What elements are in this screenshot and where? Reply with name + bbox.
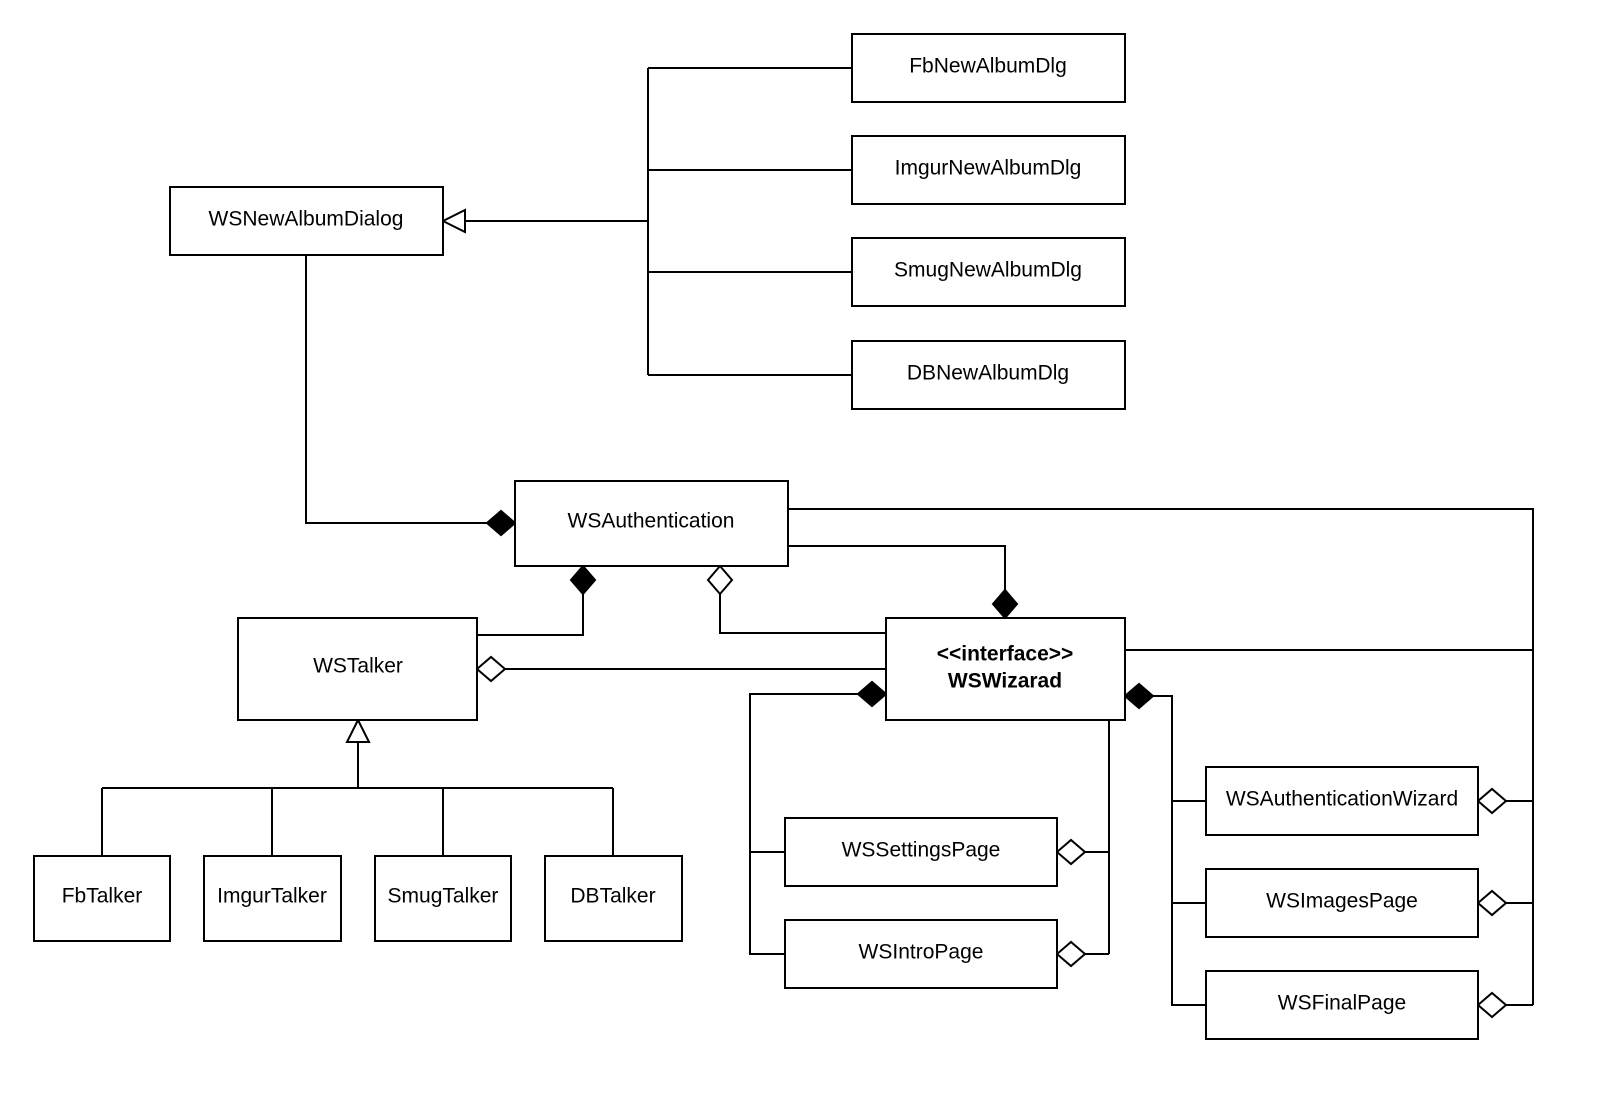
generalization-arrowhead-ws-talker bbox=[345, 717, 371, 743]
class-name: ImgurTalker bbox=[217, 885, 327, 908]
aggregation-diamond-ws-images-page bbox=[1476, 889, 1508, 917]
class-box bbox=[374, 855, 512, 942]
class-name: FbNewAlbumDlg bbox=[909, 55, 1067, 78]
class-box bbox=[544, 855, 683, 942]
interface-ws-wizarad: <<interface>> WSWizarad bbox=[885, 617, 1126, 721]
aggregation-ws-authentication-ws-wizarad bbox=[706, 564, 886, 634]
generalization-arrowhead-ws-new-album-dialog bbox=[440, 208, 466, 234]
class-name: WSNewAlbumDialog bbox=[209, 208, 404, 231]
aggregation-diamond-ws-authentication-wizard bbox=[1476, 787, 1508, 815]
right-bus bbox=[788, 508, 1534, 1005]
aggregation-diamond bbox=[706, 564, 734, 596]
composition-diamond bbox=[991, 588, 1019, 620]
aggregation-diamond-ws-intro-page bbox=[1055, 940, 1087, 968]
class-ws-new-album-dialog: WSNewAlbumDialog bbox=[169, 186, 444, 256]
class-box bbox=[851, 33, 1126, 103]
composition-edge bbox=[788, 545, 1006, 590]
class-box bbox=[514, 480, 789, 567]
composition-ws-wizarad-left-pages bbox=[749, 680, 888, 955]
class-db-talker: DBTalker bbox=[544, 855, 683, 942]
class-ws-settings-page: WSSettingsPage bbox=[784, 817, 1058, 887]
ws-authentication-right-bus bbox=[788, 508, 1534, 1005]
class-name: WSFinalPage bbox=[1278, 992, 1406, 1015]
class-name: ImgurNewAlbumDlg bbox=[895, 157, 1082, 180]
class-box bbox=[1205, 970, 1479, 1040]
class-box bbox=[33, 855, 171, 942]
class-name: FbTalker bbox=[62, 885, 143, 908]
class-box bbox=[203, 855, 342, 942]
composition-edge bbox=[477, 594, 584, 636]
composition-diamond bbox=[1123, 682, 1155, 710]
class-name: SmugTalker bbox=[388, 885, 499, 908]
aggregation-diamond-ws-final-page bbox=[1476, 991, 1508, 1019]
aggregation-edge bbox=[719, 594, 886, 634]
class-box bbox=[1205, 766, 1479, 836]
class-db-new-album-dlg: DBNewAlbumDlg bbox=[851, 340, 1126, 410]
class-fb-new-album-dlg: FbNewAlbumDlg bbox=[851, 33, 1126, 103]
aggregation-diamond-ws-settings-page bbox=[1055, 838, 1087, 866]
aggregation-right-pages-bus bbox=[1476, 787, 1533, 1019]
class-name: WSImagesPage bbox=[1266, 890, 1418, 913]
class-box bbox=[851, 237, 1126, 307]
aggregation-diamond bbox=[475, 655, 507, 683]
class-box bbox=[851, 135, 1126, 205]
class-ws-final-page: WSFinalPage bbox=[1205, 970, 1479, 1040]
composition-diamond bbox=[485, 509, 517, 537]
class-box bbox=[169, 186, 444, 256]
class-name: WSSettingsPage bbox=[842, 839, 1001, 862]
class-name: DBNewAlbumDlg bbox=[907, 362, 1069, 385]
composition-ws-authentication-ws-talker bbox=[477, 564, 597, 636]
class-smug-talker: SmugTalker bbox=[374, 855, 512, 942]
composition-diamond bbox=[569, 564, 597, 596]
composition-edge bbox=[749, 693, 858, 955]
composition-edge bbox=[305, 255, 487, 524]
class-smug-new-album-dlg: SmugNewAlbumDlg bbox=[851, 237, 1126, 307]
class-box bbox=[851, 340, 1126, 410]
class-ws-authentication-wizard: WSAuthenticationWizard bbox=[1205, 766, 1479, 836]
class-name: SmugNewAlbumDlg bbox=[894, 259, 1082, 282]
class-name: WSAuthenticationWizard bbox=[1226, 788, 1458, 811]
class-box bbox=[1205, 868, 1479, 938]
class-box bbox=[784, 919, 1058, 989]
interface-name: WSWizarad bbox=[948, 670, 1062, 693]
composition-ws-new-album-dialog-ws-authentication bbox=[305, 255, 517, 537]
class-name: WSTalker bbox=[313, 655, 403, 678]
class-box bbox=[237, 617, 478, 721]
class-ws-intro-page: WSIntroPage bbox=[784, 919, 1058, 989]
aggregation-left-pages-ws-wizarad bbox=[1055, 720, 1110, 968]
class-name: WSIntroPage bbox=[859, 941, 984, 964]
class-ws-authentication: WSAuthentication bbox=[514, 480, 789, 567]
class-ws-talker: WSTalker bbox=[237, 617, 478, 721]
composition-edge bbox=[1153, 695, 1206, 1006]
class-imgur-talker: ImgurTalker bbox=[203, 855, 342, 942]
generalization-new-album-dialogs bbox=[440, 67, 852, 376]
class-box bbox=[784, 817, 1058, 887]
composition-diamond bbox=[856, 680, 888, 708]
generalization-talkers bbox=[101, 717, 614, 856]
class-ws-images-page: WSImagesPage bbox=[1205, 868, 1479, 938]
composition-ws-wizarad-ws-authentication bbox=[788, 545, 1019, 620]
composition-ws-wizarad-right-pages bbox=[1123, 682, 1206, 1006]
class-name: WSAuthentication bbox=[568, 510, 735, 533]
interface-stereotype: <<interface>> bbox=[937, 643, 1074, 666]
class-imgur-new-album-dlg: ImgurNewAlbumDlg bbox=[851, 135, 1126, 205]
class-name: DBTalker bbox=[570, 885, 655, 908]
aggregation-ws-talker-ws-wizarad bbox=[475, 655, 886, 683]
class-fb-talker: FbTalker bbox=[33, 855, 171, 942]
interface-box bbox=[885, 617, 1126, 721]
